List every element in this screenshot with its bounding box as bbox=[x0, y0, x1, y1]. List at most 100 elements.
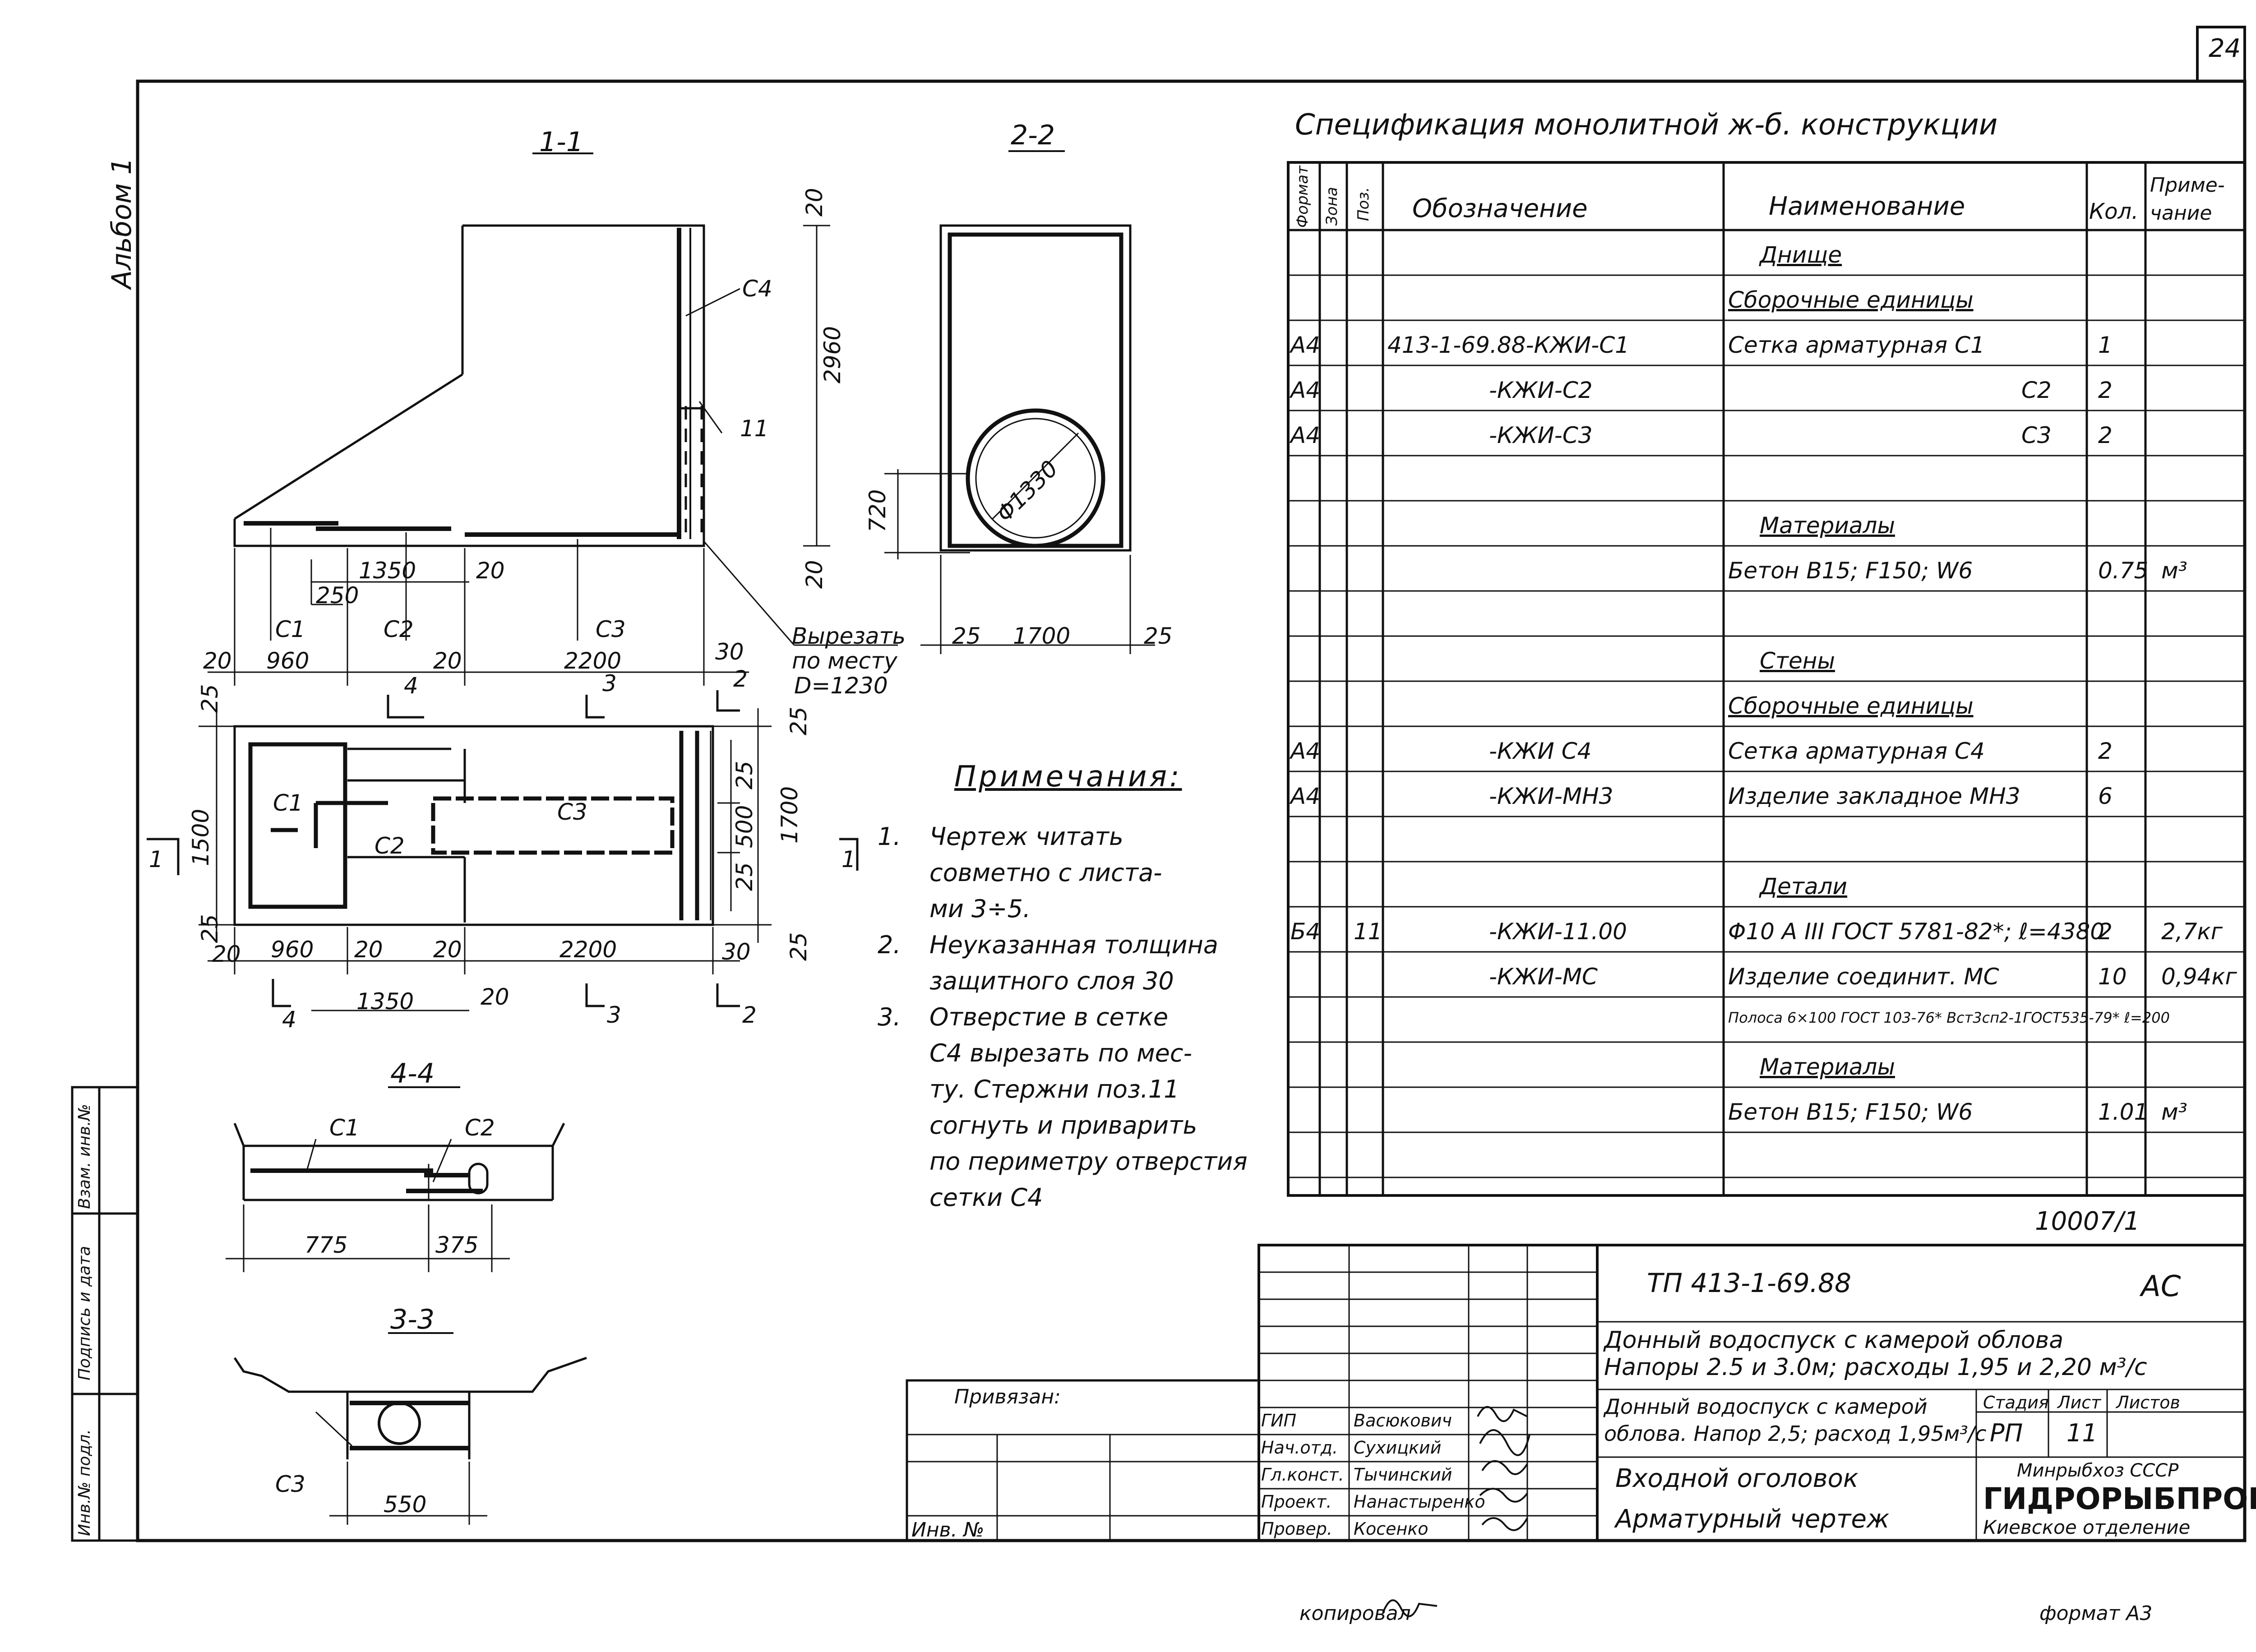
order-number: 10007/1 bbox=[2035, 1207, 2140, 1236]
spec-cell-designation: -КЖИ-С3 bbox=[1489, 422, 1593, 448]
plan-label-c3: С3 bbox=[557, 799, 587, 825]
org-ministry: Минрыбхоз СССР bbox=[2017, 1460, 2179, 1481]
spec-cell-name: Бетон В15; F150; W6 bbox=[1728, 558, 1973, 584]
dim-720: 720 bbox=[864, 489, 891, 532]
signatory-name: Тычинский bbox=[1354, 1465, 1452, 1485]
spec-cell-name: Днище bbox=[1760, 242, 1842, 268]
spec-cell-format: А4 bbox=[1290, 332, 1321, 358]
spec-cell-pos: 11 bbox=[1354, 918, 1382, 945]
spec-cell-format: А4 bbox=[1290, 377, 1321, 403]
sheet-number: 24 bbox=[2209, 34, 2241, 63]
list-value: 11 bbox=[2066, 1419, 2098, 1447]
marker-4-top: 4 bbox=[404, 673, 418, 699]
section-2-2-drawing bbox=[884, 150, 1155, 654]
dim-20-mid: 20 bbox=[476, 558, 505, 584]
spec-header-name: Наименование bbox=[1769, 192, 1965, 221]
signatory-name: Сухицкий bbox=[1354, 1438, 1442, 1458]
note-line: сетки С4 bbox=[929, 1183, 1043, 1212]
spec-cell-designation: -КЖИ С4 bbox=[1489, 738, 1592, 764]
label-c2-section: С2 bbox=[384, 616, 414, 642]
section-title-4-4: 4-4 bbox=[390, 1058, 435, 1089]
dim-250: 250 bbox=[316, 582, 359, 609]
section44-label-c1: С1 bbox=[329, 1115, 360, 1141]
note-number: 3. bbox=[878, 1003, 901, 1031]
project-code: ТП 413-1-69.88 bbox=[1647, 1268, 1851, 1298]
dim-500: 500 bbox=[731, 805, 758, 848]
notes-heading: Примечания: bbox=[954, 760, 1182, 794]
dim-20-plan-a: 20 bbox=[354, 937, 383, 963]
spec-cell-note: м³ bbox=[2161, 1099, 2187, 1125]
signatures bbox=[1382, 1406, 1530, 1617]
spec-header-pos: Поз. bbox=[1355, 187, 1373, 221]
label-c1-section: С1 bbox=[275, 616, 305, 642]
dim-1500: 1500 bbox=[188, 808, 214, 866]
album-label: Альбом 1 bbox=[106, 157, 138, 289]
dim-1350-plan: 1350 bbox=[356, 988, 414, 1015]
dim-30-upper: 30 bbox=[715, 639, 744, 665]
spec-cell-name: Сборочные единицы bbox=[1728, 693, 1974, 719]
note-line: согнуть и приварить bbox=[929, 1111, 1197, 1140]
dim-960-plan: 960 bbox=[271, 937, 314, 963]
spec-cell-designation: -КЖИ-МН3 bbox=[1489, 783, 1613, 809]
spec-cell-qty: 1.01 bbox=[2098, 1099, 2149, 1125]
marker-1-right: 1 bbox=[841, 846, 856, 872]
dim-2960: 2960 bbox=[819, 326, 846, 383]
spec-cell-note: 2,7кг bbox=[2161, 918, 2223, 945]
dim-25-plan-bottom-right: 25 bbox=[786, 932, 812, 961]
dim-30-plan: 30 bbox=[722, 939, 751, 965]
label-c3-section: С3 bbox=[596, 616, 626, 642]
dim-375: 375 bbox=[435, 1232, 479, 1258]
note-line: С4 вырезать по мес- bbox=[929, 1039, 1193, 1067]
spec-cell-name: С2 bbox=[2021, 377, 2052, 403]
marker-3-top: 3 bbox=[602, 670, 617, 697]
note-line: Чертеж читать bbox=[929, 822, 1123, 851]
note-line: ту. Стержни поз.11 bbox=[929, 1075, 1179, 1103]
spec-cell-designation: -КЖИ-МС bbox=[1489, 964, 1598, 990]
project-name-line2: Напоры 2.5 и 3.0м; расходы 1,95 и 2,20 м… bbox=[1604, 1354, 2147, 1381]
spec-cell-name: Φ10 А III ГОСТ 5781-82*; ℓ=4380 bbox=[1728, 918, 2105, 945]
spec-header-zone: Зона bbox=[1323, 187, 1341, 226]
marker-2-bottom: 2 bbox=[742, 1002, 757, 1028]
dim-1700-horizontal: 1700 bbox=[1013, 623, 1071, 649]
stage-label: Стадия bbox=[1983, 1393, 2049, 1412]
section44-label-c2: С2 bbox=[465, 1115, 495, 1141]
spec-header-designation: Обозначение bbox=[1412, 194, 1588, 223]
dim-20-plan-left: 20 bbox=[212, 941, 241, 967]
plan-label-c1: С1 bbox=[273, 790, 303, 816]
stage-value: РП bbox=[1990, 1419, 2023, 1447]
label-cut-3: D=1230 bbox=[794, 673, 888, 699]
lists-label: Листов bbox=[2116, 1393, 2180, 1412]
spec-header-note: Приме-чание bbox=[2150, 174, 2225, 225]
sheet-name-line1: Донный водоспуск с камерой bbox=[1604, 1394, 1928, 1419]
dim-2200-upper: 2200 bbox=[564, 648, 622, 674]
spec-cell-name: Материалы bbox=[1760, 512, 1895, 539]
dim-25-plan-bottom-left: 25 bbox=[197, 914, 223, 943]
section-title-3-3: 3-3 bbox=[390, 1304, 435, 1335]
binding-label: Привязан: bbox=[954, 1385, 1061, 1408]
spec-header-format: Формат bbox=[1294, 166, 1312, 228]
project-name-line1: Донный водоспуск с камерой облова bbox=[1604, 1327, 2064, 1354]
label-cut-2: по месту bbox=[792, 648, 897, 674]
inventory-label: Инв. № bbox=[911, 1518, 985, 1541]
section-1-1-drawing bbox=[208, 152, 898, 686]
drawing-title-2: Арматурный чертеж bbox=[1615, 1504, 1890, 1534]
note-line: Отверстие в сетке bbox=[929, 1003, 1169, 1031]
marker-1-left: 1 bbox=[149, 846, 163, 872]
dim-550: 550 bbox=[384, 1491, 427, 1518]
spec-header-qty: Кол. bbox=[2089, 199, 2139, 224]
dim-1700-vertical: 1700 bbox=[777, 786, 803, 844]
side-replaced-inv: Взам. инв.№ bbox=[75, 1104, 94, 1209]
copied-by-label: копировал bbox=[1299, 1602, 1411, 1625]
spec-cell-designation: -КЖИ-11.00 bbox=[1489, 918, 1627, 945]
section-4-4-drawing bbox=[226, 1086, 565, 1272]
spec-cell-qty: 2 bbox=[2098, 918, 2113, 945]
spec-cell-name: Стены bbox=[1760, 648, 1835, 674]
signatory-name: Васюкович bbox=[1354, 1411, 1452, 1431]
dim-20-top: 20 bbox=[801, 188, 828, 217]
dim-25-plan-top-left: 25 bbox=[197, 684, 223, 713]
signatory-name: Нанастыренко bbox=[1354, 1492, 1485, 1512]
spec-cell-format: А4 bbox=[1290, 738, 1321, 764]
spec-cell-name: Сборочные единицы bbox=[1728, 287, 1974, 313]
spec-title: Спецификация монолитной ж-б. конструкции bbox=[1295, 108, 1998, 142]
